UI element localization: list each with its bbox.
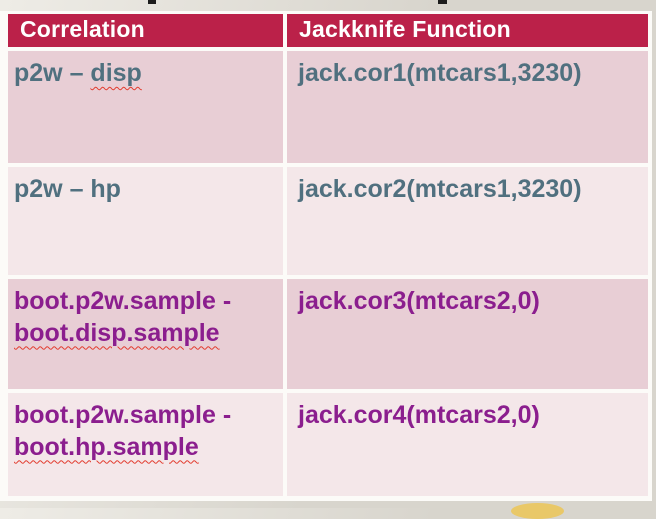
slide-table: Correlation Jackknife Function p2w – dis…: [0, 11, 652, 501]
misspelled-word: boot.disp.sample: [14, 318, 220, 347]
correlation-text: p2w –: [14, 59, 91, 87]
accent-ellipse: [511, 503, 564, 519]
function-text: jack.cor1(mtcars1,3230): [298, 59, 582, 87]
function-cell-row2: jack.cor2(mtcars1,3230): [287, 167, 648, 275]
correlation-cell-row2: p2w – hp: [8, 167, 283, 275]
correlation-cell-row4: boot.p2w.sample - boot.hp.sample: [8, 393, 283, 496]
cropped-title-descender-mark: [148, 0, 156, 4]
column-header-jackknife-function: Jackknife Function: [287, 14, 648, 47]
correlation-text-line1: boot.p2w.sample -: [14, 287, 232, 315]
function-text: jack.cor4(mtcars2,0): [298, 401, 540, 429]
function-text: jack.cor3(mtcars2,0): [298, 287, 540, 315]
column-header-label: Correlation: [20, 16, 145, 42]
function-cell-row3: jack.cor3(mtcars2,0): [287, 279, 648, 389]
correlation-cell-row1: p2w – disp: [8, 51, 283, 163]
correlation-text-line1: boot.p2w.sample -: [14, 401, 232, 429]
cropped-title-descender-mark: [438, 0, 447, 4]
table-grid: Correlation Jackknife Function p2w – dis…: [8, 14, 648, 496]
function-text: jack.cor2(mtcars1,3230): [298, 175, 582, 203]
function-cell-row4: jack.cor4(mtcars2,0): [287, 393, 648, 496]
function-cell-row1: jack.cor1(mtcars1,3230): [287, 51, 648, 163]
correlation-text: p2w – hp: [14, 175, 121, 203]
misspelled-word: boot.hp.sample: [14, 432, 199, 461]
column-header-label: Jackknife Function: [299, 16, 511, 42]
misspelled-word: disp: [90, 59, 142, 87]
column-header-correlation: Correlation: [8, 14, 283, 47]
correlation-cell-row3: boot.p2w.sample - boot.disp.sample: [8, 279, 283, 389]
